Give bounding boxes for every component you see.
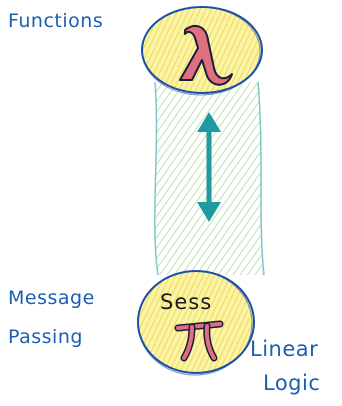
message-label: Message: [8, 287, 95, 309]
passing-label: Passing: [8, 326, 83, 348]
functions-label: Functions: [8, 10, 103, 32]
linear-label: Linear: [250, 337, 318, 361]
sess-label: Sess: [160, 290, 212, 314]
logic-label: Logic: [263, 371, 320, 395]
